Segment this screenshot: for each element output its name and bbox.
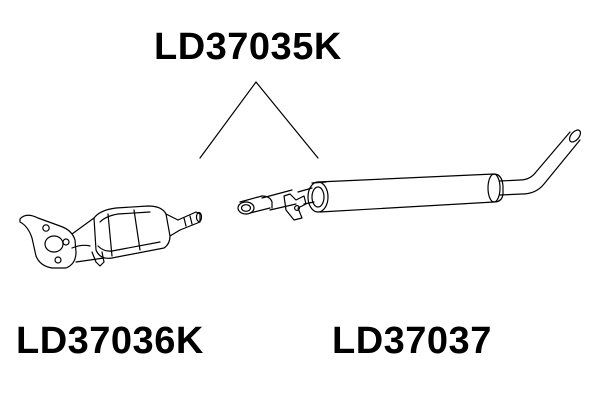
flange-bolt-hole-right [63, 239, 69, 245]
kit-bracket [200, 82, 318, 158]
catalyst-part-number: LD37036K [16, 320, 204, 362]
pipe-inlet-opening [238, 202, 254, 214]
silencer-body [318, 174, 503, 212]
exhaust-pipe-with-silencer [238, 128, 583, 220]
kit-part-number: LD37035K [154, 26, 342, 68]
catalytic-converter [20, 206, 202, 268]
silencer-rear-end [488, 174, 500, 202]
catalyst-outlet-pipe [178, 212, 200, 230]
flange-port [45, 236, 63, 252]
tail-pipe [500, 132, 570, 181]
pipe-part-number: LD37037 [332, 320, 492, 362]
pipe-hanger-bracket [284, 194, 306, 220]
flange-bolt-hole-top [43, 225, 49, 231]
flange-bolt-hole-bottom [55, 257, 61, 263]
catalyst-flange [20, 215, 76, 268]
tail-pipe-outlet [567, 128, 582, 144]
